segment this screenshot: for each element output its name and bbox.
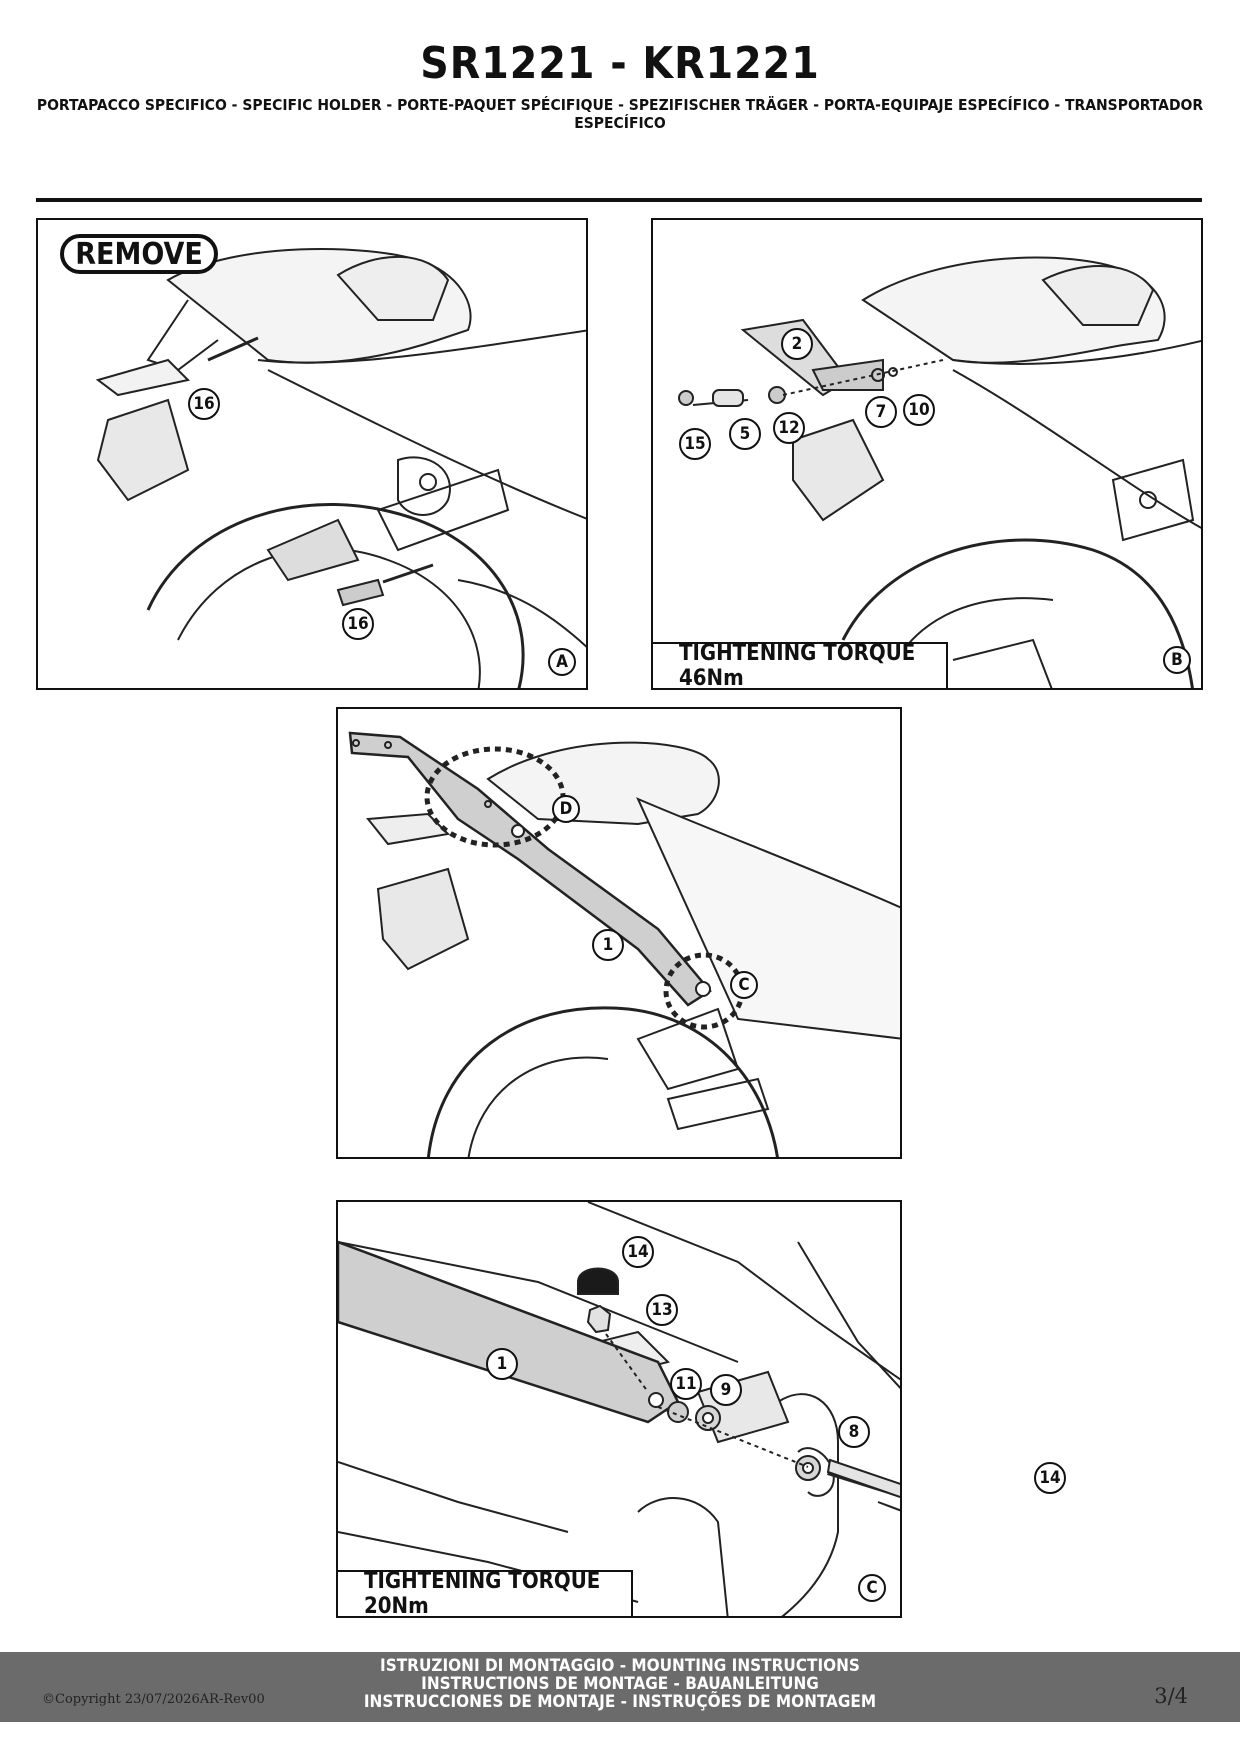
panel-letter-c: C xyxy=(730,971,758,999)
panel-letter-b: B xyxy=(1163,646,1191,674)
part-label-12: 12 xyxy=(773,412,805,444)
part-label-2: 2 xyxy=(781,328,813,360)
panel-rack-overview: D C 1 xyxy=(336,707,902,1159)
part-label-14-bottom: 14 xyxy=(1034,1462,1066,1494)
footer-line-2: INSTRUCTIONS DE MONTAGE - BAUANLEITUNG xyxy=(421,1674,819,1694)
panel-letter-d: D xyxy=(552,795,580,823)
bolt-and-cap xyxy=(826,1458,900,1499)
part-label-16-bottom: 16 xyxy=(342,608,374,640)
panel-rack-illustration xyxy=(348,731,900,1157)
part-label-15: 15 xyxy=(679,428,711,460)
part-label-9: 9 xyxy=(710,1374,742,1406)
header-divider xyxy=(36,198,1202,202)
part-label-16-top: 16 xyxy=(188,388,220,420)
page-number: 3/4 xyxy=(1154,1684,1188,1708)
footer-bar: ISTRUZIONI DI MONTAGGIO - MOUNTING INSTR… xyxy=(0,1652,1240,1722)
part-label-1-detail: 1 xyxy=(486,1348,518,1380)
footer-line-3: INSTRUCCIONES DE MONTAJE - INSTRUÇÕES DE… xyxy=(363,1692,877,1712)
part-label-8: 8 xyxy=(838,1416,870,1448)
panel-a-illustration xyxy=(95,248,586,688)
panel-a-remove: REMOVE 16 16 A xyxy=(36,218,588,690)
part-label-11: 11 xyxy=(670,1368,702,1400)
copyright-text: ©Copyright 23/07/2026AR-Rev00 xyxy=(42,1692,265,1707)
panel-letter-a: A xyxy=(548,648,576,676)
panel-detail-c: 14 13 1 11 9 8 4 TIGHTENING TORQUE 20Nm … xyxy=(336,1200,902,1618)
part-label-13: 13 xyxy=(646,1294,678,1326)
remove-badge: REMOVE xyxy=(60,234,218,274)
document-subtitle: PORTAPACCO SPECIFICO - SPECIFIC HOLDER -… xyxy=(36,96,1204,132)
panel-b-install: 2 15 5 12 7 10 TIGHTENING TORQUE 46Nm B xyxy=(651,218,1203,690)
part-label-7: 7 xyxy=(865,396,897,428)
part-label-14-top: 14 xyxy=(622,1236,654,1268)
footer-line-1: ISTRUZIONI DI MONTAGGIO - MOUNTING INSTR… xyxy=(380,1656,860,1676)
part-label-10: 10 xyxy=(903,394,935,426)
torque-label-46nm: TIGHTENING TORQUE 46Nm xyxy=(653,641,948,688)
part-label-1-rack: 1 xyxy=(592,929,624,961)
torque-label-20nm: TIGHTENING TORQUE 20Nm xyxy=(338,1569,633,1616)
panel-b-illustration xyxy=(678,256,1201,688)
panel-letter-c-detail: C xyxy=(858,1574,886,1602)
document-title: SR1221 - KR1221 xyxy=(420,38,820,89)
part-label-5: 5 xyxy=(729,418,761,450)
